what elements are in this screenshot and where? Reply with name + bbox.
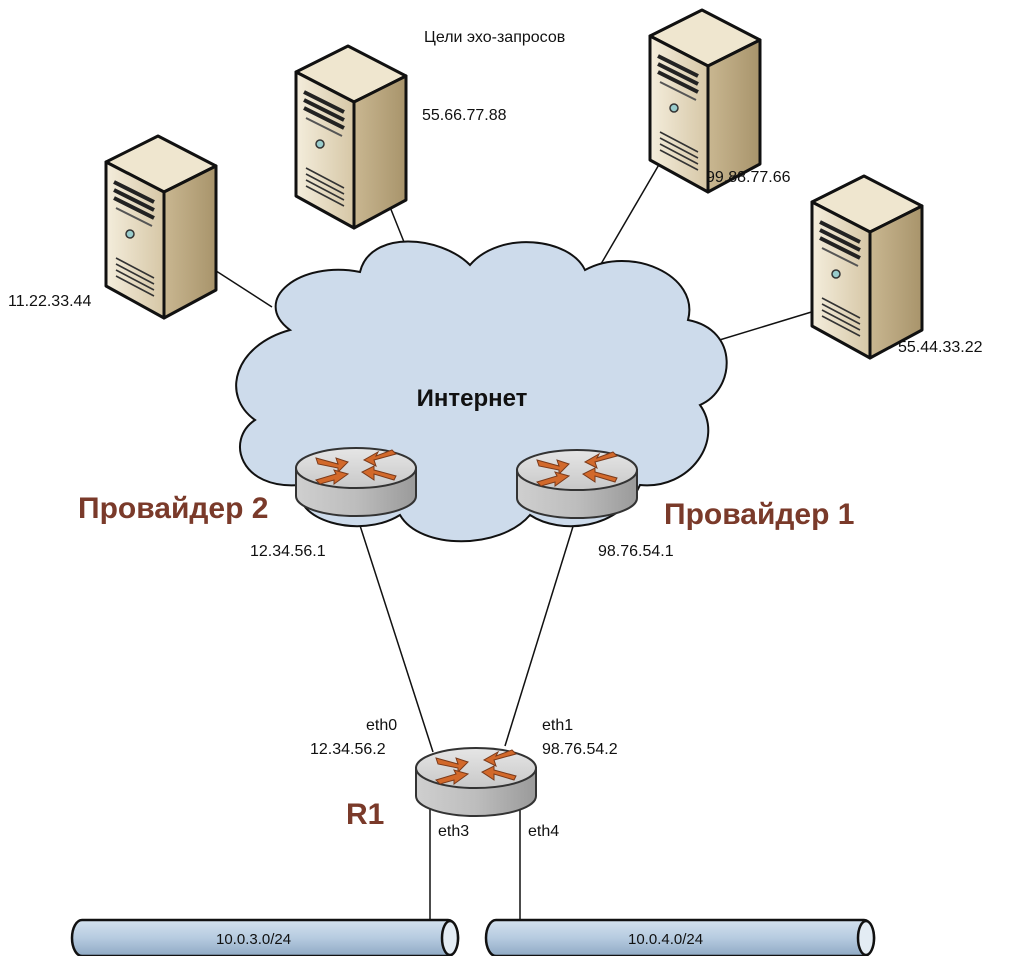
eth4-name: eth4 xyxy=(528,823,559,840)
link-server-4 xyxy=(702,309,819,346)
eth0-ip: 12.34.56.2 xyxy=(310,741,386,758)
network-pipe-10-0-4 xyxy=(484,918,876,956)
provider1-ip: 98.76.54.1 xyxy=(598,543,674,560)
provider2-router-icon xyxy=(295,447,417,517)
provider2-label: Провайдер 2 xyxy=(78,492,268,525)
provider1-label: Провайдер 1 xyxy=(664,498,854,531)
server-icon-2 xyxy=(294,44,408,230)
echo-targets-title: Цели эхо-запросов xyxy=(424,29,565,46)
provider2-ip: 12.34.56.1 xyxy=(250,543,326,560)
link-provider2-r1 xyxy=(354,509,434,753)
provider1-router-icon xyxy=(516,449,638,519)
server-ip-3: 99.88.77.66 xyxy=(706,169,791,186)
server-ip-1: 11.22.33.44 xyxy=(8,293,91,310)
server-icon-1 xyxy=(104,134,218,320)
eth0-name: eth0 xyxy=(366,717,397,734)
server-ip-4: 55.44.33.22 xyxy=(898,339,983,356)
eth1-name: eth1 xyxy=(542,717,573,734)
r1-label: R1 xyxy=(346,798,384,831)
server-icon-3 xyxy=(648,8,762,194)
link-provider1-r1 xyxy=(504,519,576,747)
server-icon-4 xyxy=(810,174,924,360)
network-pipe-10-0-3 xyxy=(70,918,460,956)
r1-router-icon xyxy=(415,747,537,817)
server-ip-2: 55.66.77.88 xyxy=(422,107,507,124)
link-server-3 xyxy=(600,155,665,265)
network-label-10-0-4: 10.0.4.0/24 xyxy=(628,931,703,948)
internet-label: Интернет xyxy=(417,385,528,412)
network-label-10-0-3: 10.0.3.0/24 xyxy=(216,931,291,948)
eth3-name: eth3 xyxy=(438,823,469,840)
eth1-ip: 98.76.54.2 xyxy=(542,741,618,758)
